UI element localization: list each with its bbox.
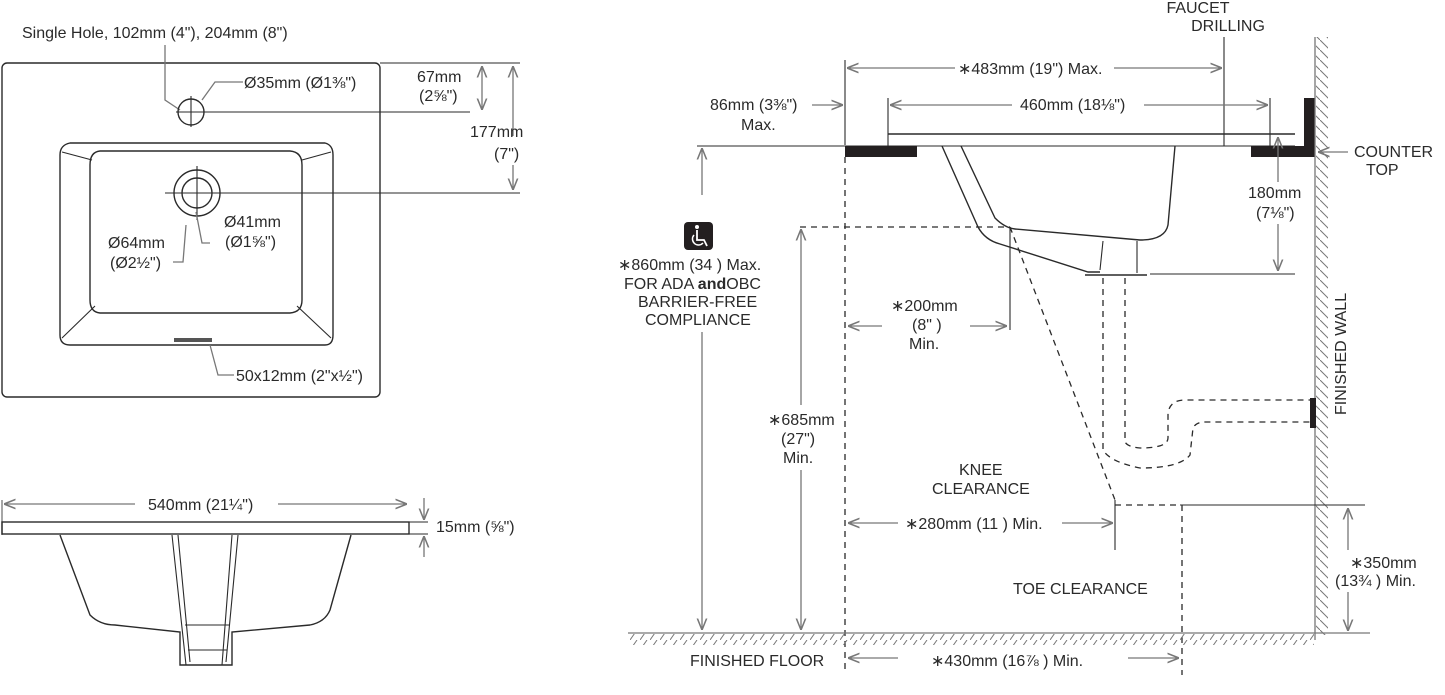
bowl-inner: [89, 150, 303, 314]
sink-depth-label: 460mm (18⅛"): [1020, 97, 1125, 114]
toe-depth-label: ∗430mm (16⅞ ) Min.: [931, 653, 1083, 670]
width-label: 540mm (21¼"): [148, 497, 253, 514]
wall-drain-flange: [1310, 398, 1316, 428]
faucet-drilling-label-2: DRILLING: [1191, 18, 1265, 35]
knee-depth-in: (8" ): [912, 317, 942, 334]
counter-top-label-1: COUNTER: [1354, 144, 1433, 161]
thickness-label: 15mm (⅝"): [436, 519, 515, 536]
knee-height-note: Min.: [783, 450, 813, 467]
overhang-mm: 86mm (3⅜"): [710, 97, 797, 114]
faucet-drilling-label-1: FAUCET: [1166, 0, 1229, 17]
drain-inner-in: (Ø1⅝"): [225, 234, 276, 251]
faucet-dia-leader: [201, 81, 243, 101]
top-view: Single Hole, 102mm (4"), 204mm (8") Ø35m…: [1, 25, 523, 398]
p-trap-inner: [1124, 278, 1310, 449]
wheelchair-icon: [684, 222, 713, 250]
countertop-outline: [1, 62, 381, 398]
backsplash-block: [1304, 98, 1315, 157]
bowl-side-profile: [941, 145, 1100, 273]
knee-height-mm: ∗685mm: [768, 412, 835, 429]
overhang-note: Max.: [741, 117, 776, 134]
p-trap-outer: [1102, 278, 1310, 469]
toe-clearance-label: TOE CLEARANCE: [1013, 581, 1148, 598]
side-view: FAUCET DRILLING ∗483mm (19") Max. 86mm (…: [618, 0, 1433, 675]
counter-top-label-2: TOP: [1366, 162, 1399, 179]
finished-wall-label: FINISHED WALL: [1333, 293, 1350, 415]
bowl-profile: [59, 534, 352, 666]
counter-back-block: [1251, 146, 1315, 157]
drain-inner-mm: Ø41mm: [224, 214, 281, 231]
overflow-label: 50x12mm (2"x½"): [236, 368, 363, 385]
ada-text-obc: OBC: [726, 276, 761, 293]
knee-height-in: (27"): [781, 431, 815, 448]
toe-height-in: (13¾ ) Min.: [1335, 573, 1416, 590]
overflow-slot: [174, 338, 212, 342]
faucet-offset-in: (2⅝"): [419, 88, 458, 105]
ada-height-label: ∗860mm (34 ) Max.: [618, 257, 761, 274]
drain-outer-in: (Ø2½"): [110, 255, 161, 272]
knee-clearance-label-2: CLEARANCE: [932, 481, 1030, 498]
knee-depth-note: Min.: [909, 336, 939, 353]
finished-floor-label: FINISHED FLOOR: [690, 653, 824, 670]
faucet-hole-dia-label: Ø35mm (Ø1⅜"): [244, 75, 356, 92]
ada-line-2: FOR ADA andOBC: [624, 276, 761, 293]
drain-offset-in: (7"): [494, 146, 519, 163]
bowl-outer-rim: [59, 142, 334, 346]
ada-text-for-ada: FOR ADA: [624, 276, 698, 293]
bowl-depth-mm: 180mm: [1248, 185, 1301, 202]
drain-offset-mm: 177mm: [470, 124, 523, 141]
ada-text-and: and: [698, 276, 726, 293]
faucet-offset-mm: 67mm: [417, 69, 461, 86]
ada-line-3: BARRIER-FREE: [638, 294, 757, 311]
knee-width-label: ∗280mm (11 ) Min.: [905, 516, 1043, 533]
ada-line-4: COMPLIANCE: [645, 312, 751, 329]
front-view: 540mm (21¼") 15mm (⅝"): [1, 497, 515, 666]
drain-outer-mm: Ø64mm: [108, 235, 165, 252]
depth-max-label: ∗483mm (19") Max.: [958, 61, 1102, 78]
faucet-leader: [164, 45, 181, 111]
bowl-depth-in: (7⅛"): [1256, 205, 1295, 222]
counter-front-block: [845, 146, 917, 157]
toe-height-mm: ∗350mm: [1350, 555, 1417, 572]
countertop-slab: [1, 521, 410, 535]
faucet-holes-label: Single Hole, 102mm (4"), 204mm (8"): [22, 25, 288, 42]
knee-depth-mm: ∗200mm: [891, 298, 958, 315]
knee-clearance-label-1: KNEE: [959, 462, 1003, 479]
